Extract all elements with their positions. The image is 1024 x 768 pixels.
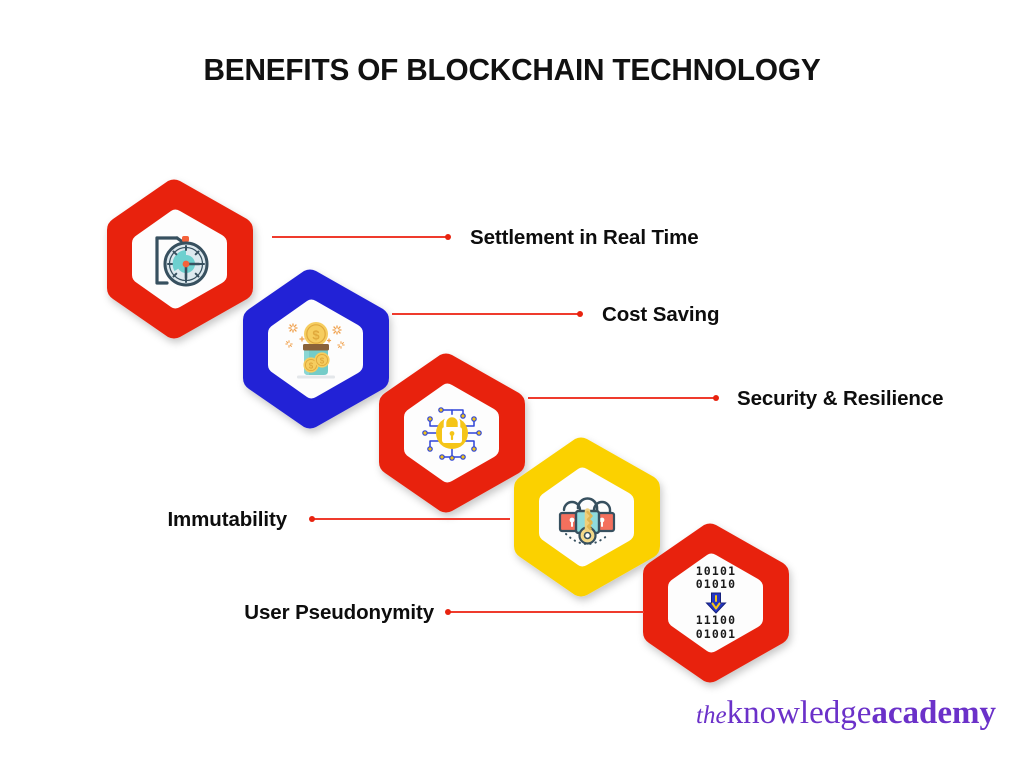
connector-line: [528, 397, 718, 399]
label-security[interactable]: Security & Resilience: [737, 387, 944, 410]
hexagon-settlement[interactable]: [104, 178, 256, 340]
brand-logo[interactable]: theknowledgeacademy: [696, 697, 996, 730]
binary-row-2: 01010: [695, 577, 737, 592]
svg-text:$: $: [320, 357, 325, 366]
label-settlement[interactable]: Settlement in Real Time: [470, 226, 699, 249]
stopwatch-icon: [143, 222, 217, 296]
label-immutability[interactable]: Immutability: [167, 508, 287, 531]
connector-dot: [309, 515, 315, 522]
connector-dot: [445, 233, 451, 240]
hexagon-security[interactable]: [376, 352, 528, 514]
hexagon-user-pseudonymity[interactable]: 10101 01010 11100 01001: [640, 522, 792, 684]
connector-line: [310, 518, 510, 520]
connector-line: [272, 236, 450, 238]
connector-dot: [577, 310, 583, 317]
cyber-padlock-icon: [415, 396, 489, 470]
connector-settlement: [272, 232, 451, 242]
logo-academy: academy: [871, 695, 996, 731]
binary-row-1: 10101: [695, 563, 737, 578]
savings-jar-icon: $ $ $: [279, 312, 353, 386]
connector-cost-saving: [392, 309, 583, 319]
binary-arrow-icon: 10101 01010 11100 01001: [676, 562, 756, 644]
binary-row-3: 11100: [695, 613, 737, 627]
connector-security: [528, 393, 719, 403]
hexagon-cost-saving[interactable]: $ $ $: [240, 268, 392, 430]
logo-knowledge: knowledge: [726, 695, 872, 731]
logo-the: the: [696, 702, 727, 729]
connector-dot: [713, 394, 719, 401]
page-title: BENEFITS OF BLOCKCHAIN TECHNOLOGY: [203, 52, 821, 87]
label-user-pseudonymity[interactable]: User Pseudonymity: [244, 601, 434, 624]
connector-immutability: [309, 514, 510, 524]
label-cost-saving[interactable]: Cost Saving: [602, 303, 720, 326]
connector-line: [392, 313, 582, 315]
locks-key-icon: [550, 480, 624, 554]
connector-dot: [445, 608, 451, 615]
svg-text:$: $: [309, 362, 314, 371]
hexagon-immutability[interactable]: [511, 436, 663, 598]
svg-text:$: $: [312, 328, 320, 343]
connector-line: [446, 611, 644, 613]
binary-row-4: 01001: [695, 626, 737, 641]
connector-user-pseudonymity: [445, 607, 644, 617]
down-arrow-icon: [676, 592, 756, 614]
